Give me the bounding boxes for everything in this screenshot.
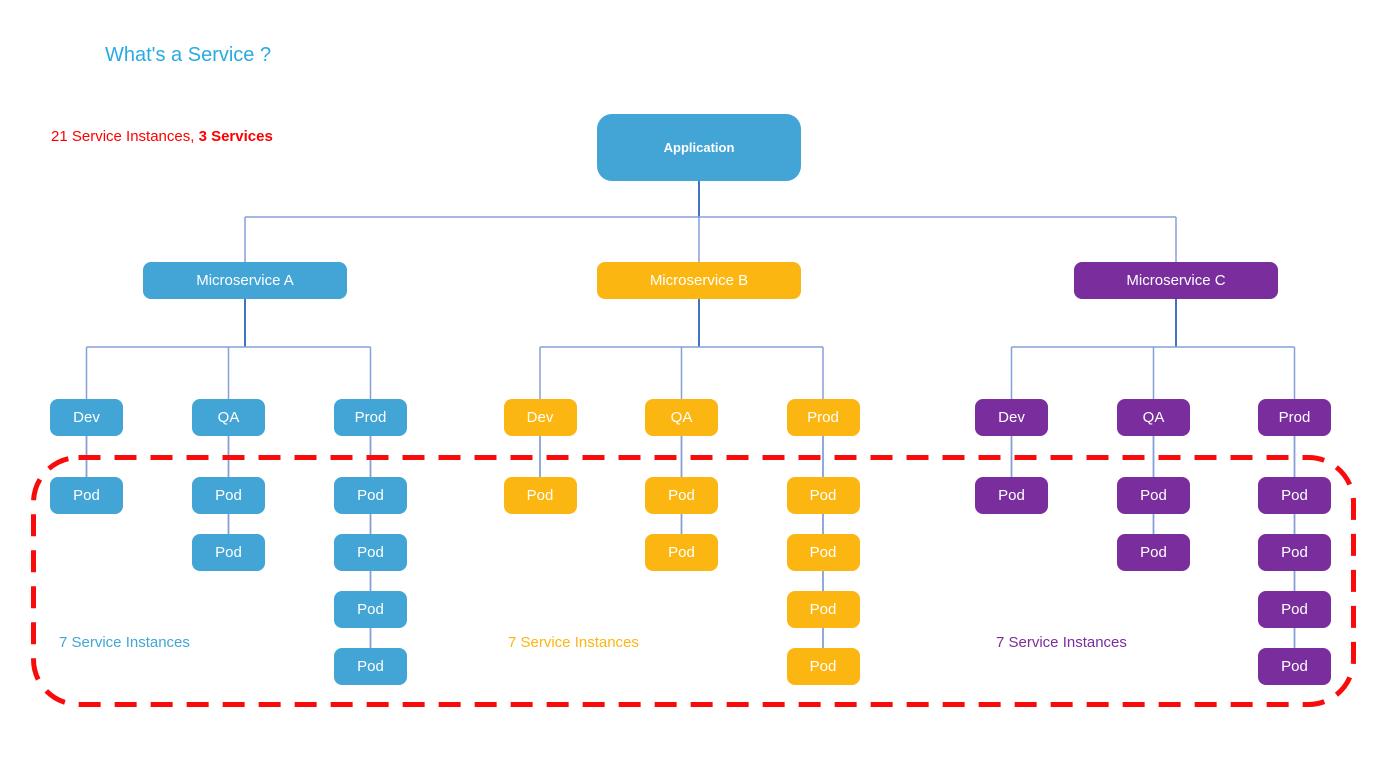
node-pod: Pod <box>1258 534 1331 571</box>
node-pod: Pod <box>1258 591 1331 628</box>
summary-services-text: 3 Services <box>198 128 273 145</box>
node-pod: Pod <box>645 534 718 571</box>
node-env-prod: Prod <box>334 399 407 436</box>
node-pod: Pod <box>1258 648 1331 685</box>
node-microservice-b: Microservice B <box>597 262 801 299</box>
node-env-qa: QA <box>1117 399 1190 436</box>
service-instances-label: 7 Service Instances <box>59 634 190 651</box>
page-title: What's a Service ? <box>105 44 272 66</box>
node-pod: Pod <box>334 648 407 685</box>
node-microservice-a: Microservice A <box>143 262 347 299</box>
node-pod: Pod <box>1117 534 1190 571</box>
node-pod: Pod <box>786 591 860 628</box>
node-pod: Pod <box>334 534 407 571</box>
node-env-dev: Dev <box>50 399 123 436</box>
node-pod: Pod <box>192 534 265 571</box>
node-pod: Pod <box>1258 477 1331 514</box>
node-pod: Pod <box>975 477 1048 514</box>
node-env-prod: Prod <box>786 399 860 436</box>
summary-label: 21 Service Instances, 3 Services <box>51 128 273 145</box>
pods-highlight-dashed-border <box>31 455 1356 707</box>
node-env-qa: QA <box>192 399 265 436</box>
node-env-prod: Prod <box>1258 399 1331 436</box>
node-pod: Pod <box>334 591 407 628</box>
node-pod: Pod <box>786 534 860 571</box>
service-instances-label: 7 Service Instances <box>996 634 1127 651</box>
node-env-dev: Dev <box>503 399 577 436</box>
node-env-dev: Dev <box>975 399 1048 436</box>
node-pod: Pod <box>334 477 407 514</box>
node-microservice-c: Microservice C <box>1074 262 1278 299</box>
node-pod: Pod <box>1117 477 1190 514</box>
node-pod: Pod <box>50 477 123 514</box>
node-pod: Pod <box>786 477 860 514</box>
node-pod: Pod <box>786 648 860 685</box>
node-pod: Pod <box>645 477 718 514</box>
service-instances-label: 7 Service Instances <box>508 634 639 651</box>
node-application: Application <box>597 114 801 181</box>
node-env-qa: QA <box>645 399 718 436</box>
node-pod: Pod <box>192 477 265 514</box>
summary-instances-text: 21 Service Instances, <box>51 128 199 145</box>
node-pod: Pod <box>503 477 577 514</box>
